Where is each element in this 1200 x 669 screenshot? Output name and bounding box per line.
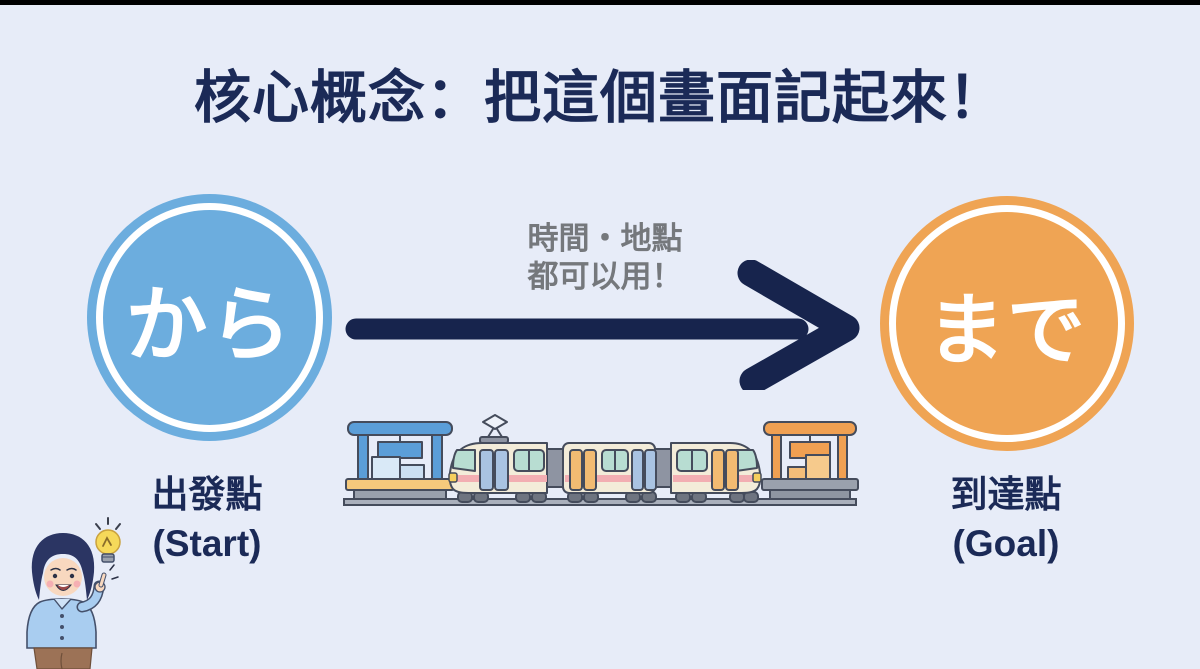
letterbox-bar bbox=[0, 0, 1200, 5]
orange-station-shelter-icon bbox=[761, 421, 859, 500]
goal-circle-label: まで bbox=[926, 285, 1087, 374]
start-caption-zh: 出發點 bbox=[151, 474, 263, 515]
start-caption-en: (Start) bbox=[152, 523, 262, 564]
presenter-woman-icon bbox=[26, 517, 121, 669]
presenter-head bbox=[31, 533, 95, 600]
goal-circle-ring bbox=[889, 205, 1125, 442]
start-circle-ring bbox=[96, 203, 323, 432]
arrow-note: 時間・地點 都可以用！ bbox=[495, 220, 715, 296]
idea-lightbulb-icon bbox=[95, 517, 121, 563]
right-arrow-icon bbox=[345, 260, 860, 390]
rail-track-line bbox=[343, 498, 857, 506]
start-caption: 出發點 (Start) bbox=[67, 470, 347, 568]
arrow-note-line2: 都可以用！ bbox=[527, 259, 683, 294]
arrow-note-line1: 時間・地點 bbox=[527, 221, 683, 256]
goal-caption-zh: 到達點 bbox=[950, 474, 1062, 515]
blue-station-shelter-icon bbox=[345, 421, 455, 500]
three-car-train-icon bbox=[448, 414, 762, 503]
train-illustration bbox=[343, 414, 859, 506]
goal-caption-en: (Goal) bbox=[952, 523, 1060, 564]
presenter-body bbox=[26, 564, 119, 669]
page-title: 核心概念：把這個畫面記起來！ bbox=[194, 66, 1006, 130]
start-circle: から bbox=[87, 194, 332, 441]
start-circle-label: から bbox=[125, 280, 294, 371]
goal-caption: 到達點 (Goal) bbox=[868, 470, 1144, 568]
goal-circle: まで bbox=[880, 196, 1134, 451]
